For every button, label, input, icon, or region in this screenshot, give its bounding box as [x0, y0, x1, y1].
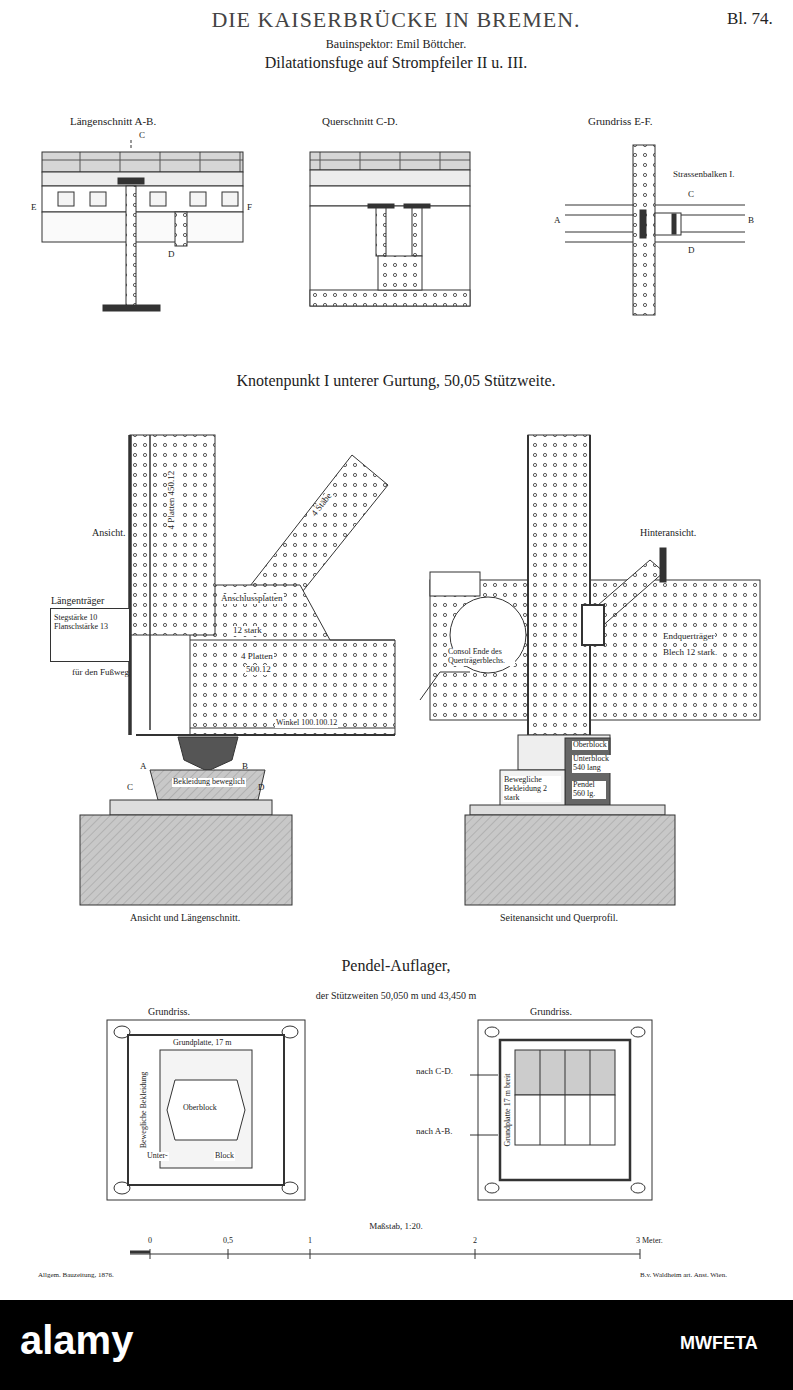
- drawing-label: A: [140, 762, 147, 772]
- drawing-label: Seitenansicht und Querprofil.: [500, 912, 618, 923]
- drawing-label: B: [242, 762, 248, 772]
- drawing-label: Grundriss.: [530, 1006, 572, 1017]
- drawing-label: Bekleidung beweglich: [172, 778, 246, 787]
- drawing-label: Block: [214, 1152, 235, 1161]
- drawing-label: D: [168, 250, 175, 260]
- drawing-label: Querschnitt C-D.: [322, 115, 398, 127]
- drawing-label: Bewegliche Bekleidung 2 stark: [503, 776, 561, 802]
- drawing-label: nach C-D.: [416, 1067, 453, 1077]
- drawing-label: Dilatationsfuge auf Strompfeiler II u. I…: [265, 54, 528, 72]
- drawing-label: Unter-: [146, 1152, 169, 1161]
- drawing-label: Knotenpunkt I unterer Gurtung, 50,05 Stü…: [236, 372, 555, 390]
- drawing-label: Ansicht und Längenschnitt.: [130, 912, 240, 923]
- drawing-label: C: [127, 783, 133, 793]
- drawing-label: Bewegliche Bekleidung: [140, 1071, 149, 1150]
- drawing-label: B.v. Waldheim art. Anst. Wien.: [640, 1272, 727, 1280]
- drawing-label: Endquerträger: [662, 632, 715, 642]
- drawing-label: 12 stark: [232, 626, 263, 636]
- girder-heading: Längenträger: [51, 595, 104, 606]
- girder-note: Stegstärke 10 Flanschstärke 13: [51, 609, 129, 635]
- drawing-label: Grundriss E-F.: [588, 115, 653, 127]
- drawing-label: Unterblock 540 lang: [572, 755, 618, 773]
- drawing-label: Winkel 100.100.12: [275, 719, 338, 728]
- drawing-label: A: [554, 216, 561, 226]
- drawing-label: Consol Ende des Querträgerblechs.: [447, 648, 515, 666]
- drawing-label: 3 Meter.: [636, 1237, 663, 1246]
- drawing-label: E: [31, 203, 37, 213]
- drawing-label: für den Fußweg: [72, 668, 129, 678]
- drawing-label: Grundplatte 17 m breit: [504, 1072, 513, 1147]
- drawing-label: der Stützweiten 50,050 m und 43,450 m: [316, 990, 477, 1001]
- drawing-label: Bl. 74.: [727, 10, 773, 29]
- drawing-label: Pendel 560 lg.: [572, 781, 606, 799]
- drawing-label: D: [258, 783, 265, 793]
- drawing-label: 4 Platten: [240, 652, 274, 662]
- drawing-label: Maßstab, 1:20.: [369, 1222, 423, 1232]
- drawing-label: 2: [473, 1237, 477, 1246]
- drawing-label: C: [139, 131, 145, 141]
- drawing-label: Blech 12 stark.: [662, 648, 718, 658]
- drawing-label: Oberblock: [182, 1104, 218, 1113]
- drawing-label: 4 Platten 450.12: [167, 470, 177, 531]
- girder-end-box: LängenträgerStegstärke 10 Flanschstärke …: [50, 608, 130, 662]
- drawing-label: F: [247, 203, 252, 213]
- drawing-label: 1: [308, 1237, 312, 1246]
- drawing-label: 500.12: [245, 665, 272, 675]
- drawing-label: MWFETA: [680, 1334, 758, 1354]
- drawing-label: Grundriss.: [148, 1006, 190, 1017]
- drawing-label: B: [748, 216, 754, 226]
- drawing-label: Bauinspektor: Emil Böttcher.: [326, 38, 466, 51]
- drawing-label: Längenschnitt A-B.: [70, 115, 156, 127]
- drawing-label: C: [688, 190, 694, 200]
- drawing-label: nach A-B.: [416, 1127, 453, 1137]
- drawing-label: Grundplatte, 17 m: [172, 1039, 232, 1048]
- drawing-label: Pendel-Auflager,: [341, 957, 450, 975]
- drawing-label: 0,5: [223, 1237, 233, 1246]
- drawing-label: Hinteransicht.: [640, 527, 696, 538]
- sheet-title: DIE KAISERBRÜCKE IN BREMEN.: [211, 8, 580, 32]
- drawing-label: alamy: [20, 1318, 133, 1362]
- drawing-label: 0: [148, 1237, 152, 1246]
- drawing-label: D: [688, 246, 695, 256]
- drawing-label: Oberblock: [572, 741, 608, 750]
- drawing-label: Anschlussplatten: [220, 594, 284, 604]
- drawing-label: Allgem. Bauzeitung, 1876.: [38, 1272, 114, 1280]
- drawing-label: Strassenbalken I.: [673, 170, 734, 180]
- drawing-label: Ansicht.: [92, 527, 126, 538]
